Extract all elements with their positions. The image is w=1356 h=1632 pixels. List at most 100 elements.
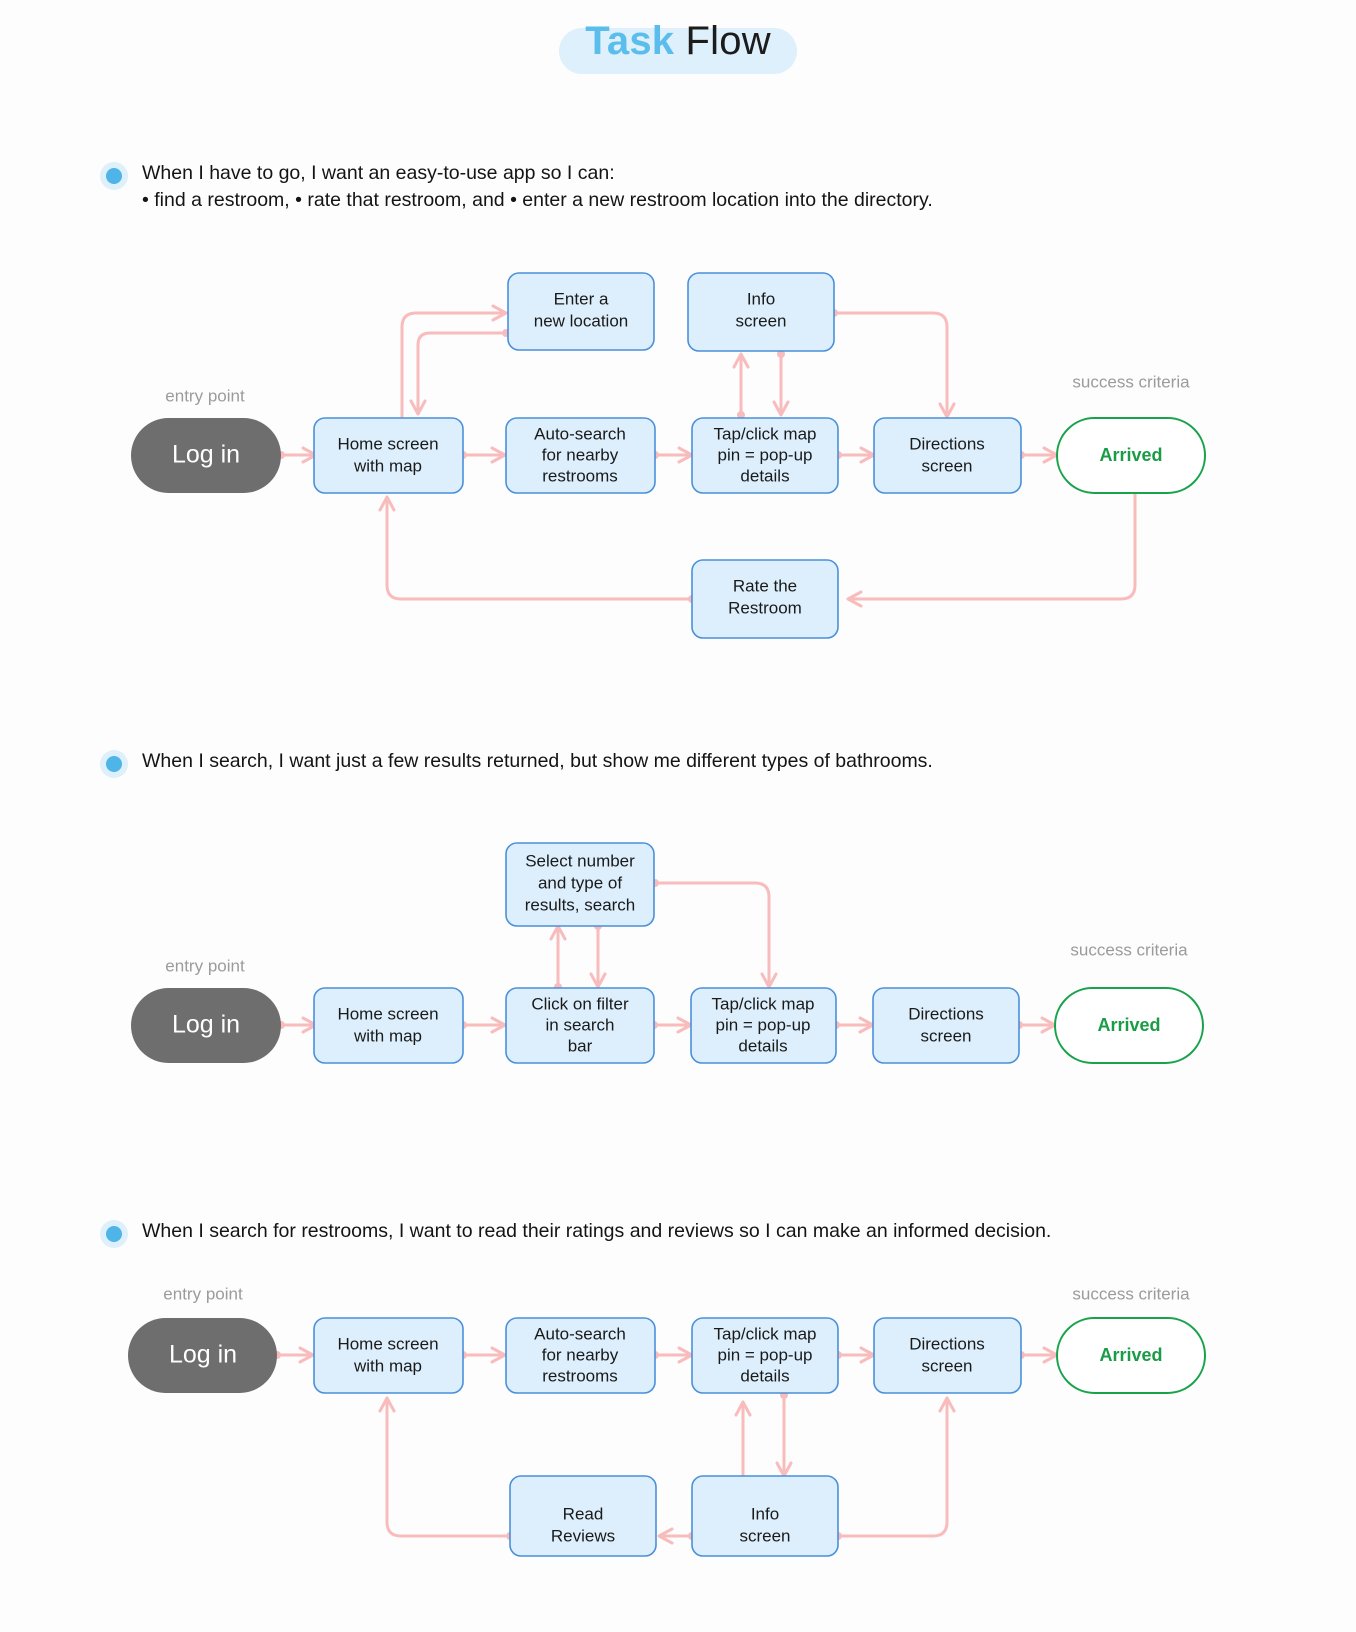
node-directions-screen[interactable]: Directions screen <box>873 417 1022 494</box>
edge-ratetherestroom-to-home <box>378 495 696 603</box>
svg-text:screen: screen <box>735 311 786 330</box>
statement-1-text: When I have to go, I want an easy-to-use… <box>142 162 933 211</box>
svg-text:Reviews: Reviews <box>551 1526 615 1545</box>
node-tap-click-map-pin[interactable]: Tap/click map pin = pop-up details <box>691 417 839 494</box>
node-read-reviews-label-1: Read <box>563 1504 604 1523</box>
svg-text:details: details <box>738 1036 787 1055</box>
node-select-number-type[interactable]: Select number and type of results, searc… <box>505 842 655 927</box>
node-login-label: Log in <box>169 1341 237 1369</box>
flow-diagram-3: entry point success criteria Log in Home… <box>0 1270 1356 1632</box>
node-click-on-filter[interactable]: Click on filter in search bar <box>505 987 655 1064</box>
node-arrived[interactable]: Arrived <box>1056 1317 1206 1394</box>
node-rate-the-restroom[interactable]: Rate the Restroom <box>691 559 839 639</box>
node-login[interactable]: Log in <box>128 1318 277 1393</box>
node-directions-label-1: Directions <box>908 1004 984 1023</box>
node-home-screen-label-1: Home screen <box>337 1004 438 1023</box>
svg-text:new location: new location <box>534 311 629 330</box>
node-home-screen[interactable]: Home screen with map <box>313 1317 464 1394</box>
svg-text:pin = pop-up: pin = pop-up <box>718 445 813 464</box>
svg-text:bar: bar <box>568 1036 593 1055</box>
edge-home-to-autosearch <box>459 446 507 464</box>
statement-2: When I search, I want just a few results… <box>100 748 1250 778</box>
node-info-screen-label-1: Info <box>751 1504 779 1523</box>
node-arrived-label: Arrived <box>1097 1015 1160 1035</box>
node-directions-screen[interactable]: Directions screen <box>873 1317 1022 1394</box>
node-directions-label-1: Directions <box>909 1334 985 1353</box>
node-enter-new-location-label-1: Enter a <box>554 289 609 308</box>
statement-2-text: When I search, I want just a few results… <box>142 750 933 772</box>
success-criteria-caption: success criteria <box>1070 940 1188 959</box>
node-login[interactable]: Log in <box>131 988 281 1063</box>
edge-directions-to-infoscreen <box>834 1396 956 1540</box>
statement-1: When I have to go, I want an easy-to-use… <box>100 160 1200 214</box>
svg-text:with map: with map <box>353 456 422 475</box>
statement-3-text: When I search for restrooms, I want to r… <box>142 1220 1052 1242</box>
page-title: Task Flow <box>559 10 797 76</box>
svg-text:for nearby: for nearby <box>542 445 619 464</box>
edge-home-to-clickonfilter <box>459 1016 507 1034</box>
node-info-screen-label-1: Info <box>747 289 775 308</box>
node-rate-the-restroom-label-1: Rate the <box>733 576 797 595</box>
node-tap-click-map-pin[interactable]: Tap/click map pin = pop-up details <box>690 987 837 1064</box>
page-title-accent: Task <box>585 19 675 63</box>
bullet-icon <box>100 162 128 190</box>
edge-readreviews-to-home <box>378 1396 514 1540</box>
edge-directions-to-arrived <box>1017 446 1059 464</box>
node-auto-search-label-1: Auto-search <box>534 1324 626 1343</box>
edge-directions-to-arrived <box>1015 1016 1057 1034</box>
svg-text:results, search: results, search <box>525 895 636 914</box>
node-tap-click-label-1: Tap/click map <box>712 994 815 1013</box>
entry-point-caption: entry point <box>163 1284 243 1303</box>
node-login-label: Log in <box>172 441 240 469</box>
svg-text:and type of: and type of <box>538 873 622 892</box>
edge-enternewlocation-to-home <box>409 329 510 416</box>
edge-directions-to-arrived <box>1017 1346 1059 1364</box>
node-arrived-label: Arrived <box>1099 1345 1162 1365</box>
svg-text:screen: screen <box>921 456 972 475</box>
edge-tapclick-to-infoscreen <box>775 1391 793 1478</box>
node-arrived-label: Arrived <box>1099 445 1162 465</box>
svg-text:screen: screen <box>739 1526 790 1545</box>
edge-autosearch-to-tapclick <box>651 1346 694 1364</box>
edge-tapclick-to-directions <box>832 1016 875 1034</box>
node-arrived[interactable]: Arrived <box>1056 417 1206 494</box>
svg-text:details: details <box>740 1366 789 1385</box>
node-directions-screen[interactable]: Directions screen <box>872 987 1020 1064</box>
node-read-reviews[interactable]: Read Reviews <box>509 1475 657 1557</box>
svg-text:screen: screen <box>921 1356 972 1375</box>
node-arrived[interactable]: Arrived <box>1054 987 1204 1064</box>
node-click-on-filter-label-1: Click on filter <box>531 994 629 1013</box>
svg-text:Restroom: Restroom <box>728 598 802 617</box>
edge-infoscreen-to-directions <box>830 309 956 419</box>
svg-text:screen: screen <box>920 1026 971 1045</box>
node-auto-search[interactable]: Auto-search for nearby restrooms <box>505 1317 656 1394</box>
node-home-screen-label-1: Home screen <box>337 1334 438 1353</box>
edge-infoscreen-to-readreviews <box>657 1527 696 1545</box>
svg-text:for nearby: for nearby <box>542 1345 619 1364</box>
page-title-wrap: Task Flow <box>0 10 1356 76</box>
node-select-number-label-1: Select number <box>525 851 635 870</box>
svg-text:restrooms: restrooms <box>542 1366 618 1385</box>
edge-home-to-enternewlocation <box>400 304 508 420</box>
svg-text:restrooms: restrooms <box>542 466 618 485</box>
node-info-screen[interactable]: Info screen <box>691 1475 839 1557</box>
node-home-screen-label-1: Home screen <box>337 434 438 453</box>
bullet-icon <box>100 750 128 778</box>
node-home-screen[interactable]: Home screen with map <box>313 987 464 1064</box>
edge-home-to-autosearch <box>459 1346 507 1364</box>
edge-login-to-home <box>277 1016 318 1034</box>
node-info-screen[interactable]: Info screen <box>687 272 835 352</box>
node-auto-search-label-1: Auto-search <box>534 424 626 443</box>
node-enter-new-location[interactable]: Enter a new location <box>507 272 655 351</box>
node-login[interactable]: Log in <box>131 418 281 493</box>
node-tap-click-map-pin[interactable]: Tap/click map pin = pop-up details <box>691 1317 839 1394</box>
svg-text:details: details <box>740 466 789 485</box>
svg-text:with map: with map <box>353 1356 422 1375</box>
flow-diagram-2: entry point success criteria Log in Home… <box>0 825 1356 1095</box>
success-criteria-caption: success criteria <box>1072 372 1190 391</box>
svg-text:with map: with map <box>353 1026 422 1045</box>
node-home-screen[interactable]: Home screen with map <box>313 417 464 494</box>
node-login-label: Log in <box>172 1011 240 1039</box>
node-auto-search[interactable]: Auto-search for nearby restrooms <box>505 417 656 494</box>
